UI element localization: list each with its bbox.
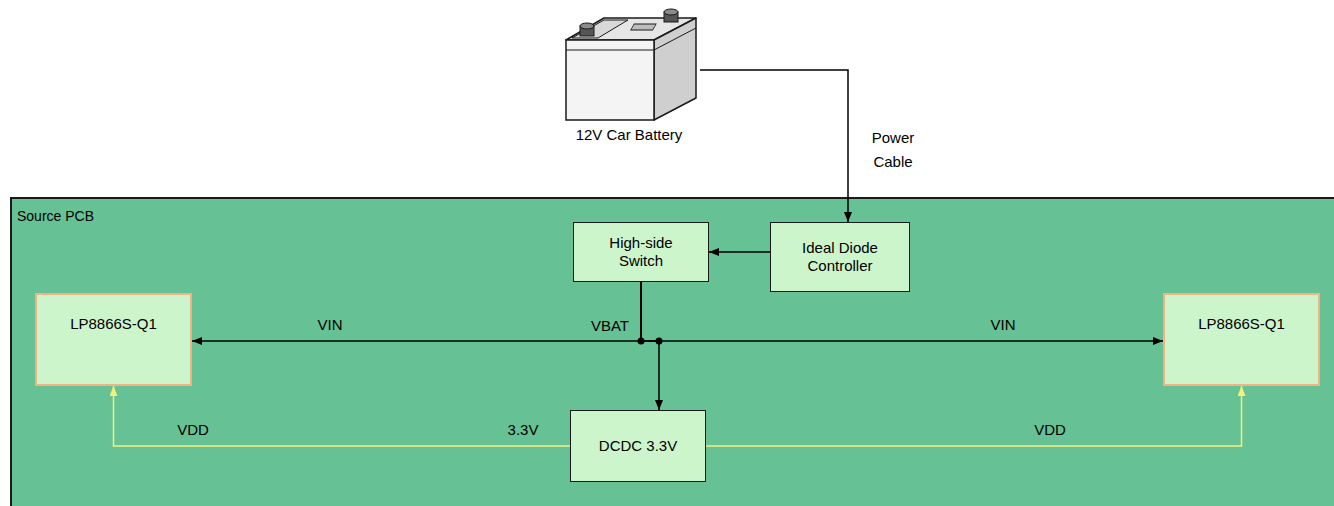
power-wire [641,282,659,410]
switch-box: High-side Switch [573,222,709,282]
node-label: High-side Switch [596,234,686,270]
label-anchor: 3.3V [506,421,541,439]
label-anchor: VIN [315,316,344,334]
label-anchor: VBAT [589,317,631,335]
dcdc-box: DCDC 3.3V [570,410,706,482]
battery-node: 12V Car Battery [558,0,700,146]
power-wire [192,282,641,341]
node-label: 12V Car Battery [576,126,683,144]
edge-label: VDD [1032,421,1068,439]
node-label: LP8866S-Q1 [70,315,157,333]
label-anchor: VDD [1032,421,1068,439]
edge-label: VDD [175,421,211,439]
node-label: Ideal Diode Controller [790,239,890,275]
junction-dot [638,338,645,345]
label-anchor: VDD [175,421,211,439]
vdd-wire [114,386,571,446]
label-anchor: VIN [988,316,1017,334]
battery-illustration [558,0,700,124]
label-anchor: Power Cable [866,126,920,174]
power-wire [709,251,770,253]
pcb-region: Source PCBHigh-side SwitchIdeal Diode Co… [10,197,1334,506]
power-wire [700,70,848,222]
edge-label: Power Cable [866,126,920,174]
signal-label: 3.3V [506,421,541,439]
node-label: DCDC 3.3V [599,437,677,455]
controller-box: Ideal Diode Controller [770,222,910,292]
vdd-wire [706,386,1242,446]
power-wire [641,282,1163,341]
junction-dot [656,338,663,345]
signal-label: VBAT [589,317,631,335]
edge-label: VIN [988,316,1017,334]
led-driver-box: LP8866S-Q1 [35,293,192,386]
edge-group [114,70,1242,446]
node-label: LP8866S-Q1 [1198,315,1285,333]
edge-label: VIN [315,316,344,334]
led-driver-box: LP8866S-Q1 [1163,293,1320,386]
